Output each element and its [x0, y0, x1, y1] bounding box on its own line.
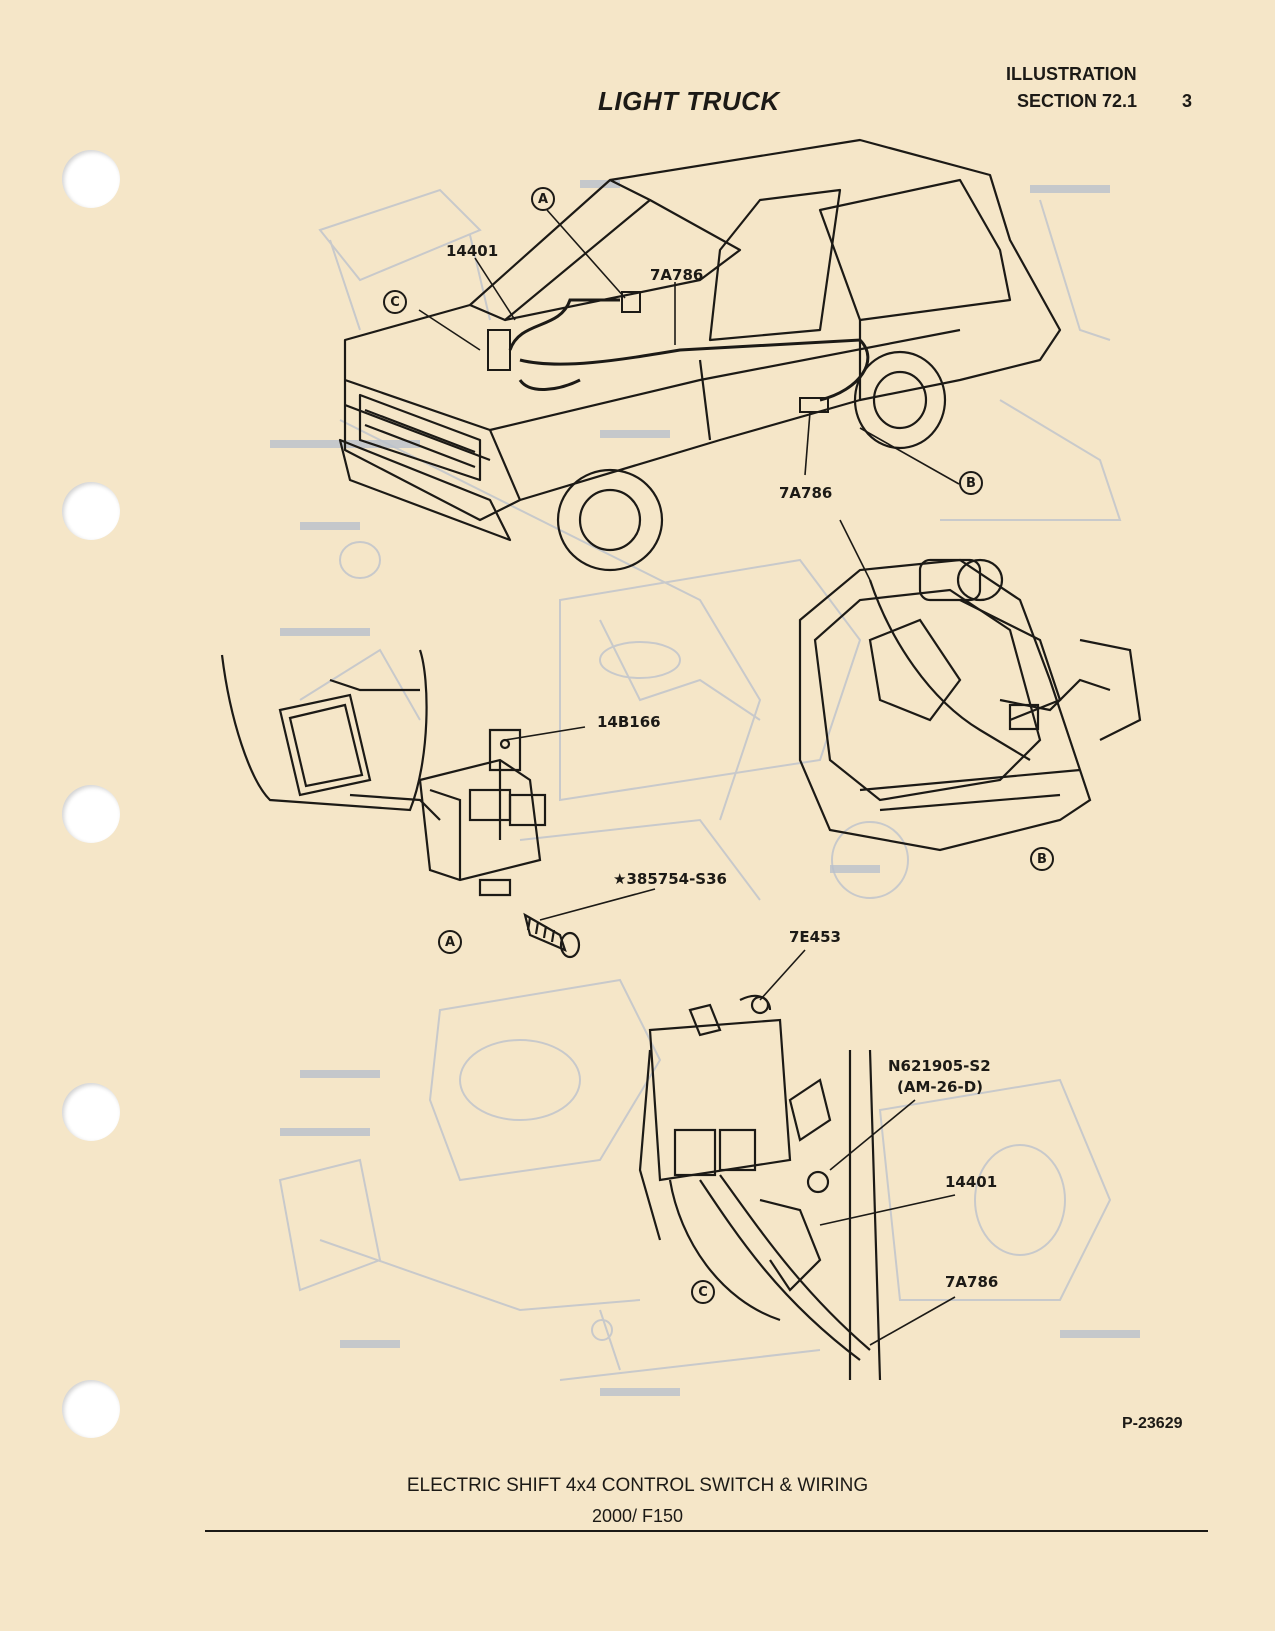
binder-hole [62, 150, 120, 208]
control-module-detail [220, 649, 547, 897]
callout-a-top: A [531, 187, 555, 211]
part-label-14401-bottom: 14401 [945, 1173, 998, 1191]
figure-reference-number: P-23629 [1122, 1415, 1183, 1432]
illustration-label: ILLUSTRATION [1006, 64, 1137, 84]
callout-c-detail: C [691, 1280, 715, 1304]
screw-illustration [523, 912, 581, 959]
figure-caption-model: 2000/ F150 [591, 1506, 684, 1526]
binder-hole [62, 1380, 120, 1438]
callout-c-top: C [383, 290, 407, 314]
faded-background-drawing [278, 188, 1122, 1381]
binder-hole [62, 785, 120, 843]
binder-hole [62, 1083, 120, 1141]
bottom-module-detail [638, 994, 882, 1381]
transfer-case-detail [798, 558, 1142, 852]
part-label-385754-s36: ★385754-S36 [613, 870, 727, 888]
part-label-7e453: 7E453 [789, 928, 841, 946]
footer-rule [205, 1530, 1208, 1532]
faded-background-labels [270, 180, 1140, 1396]
part-label-7a786-bottom: 7A786 [945, 1273, 999, 1291]
part-label-7a786-mid: 7A786 [779, 484, 833, 502]
truck-illustration [338, 138, 1062, 572]
wiring-harness-top [487, 291, 870, 413]
callout-b-detail: B [1030, 847, 1054, 871]
part-label-14b166: 14B166 [597, 713, 661, 731]
leader-lines [418, 209, 960, 1346]
callout-b-top: B [959, 471, 983, 495]
section-label: SECTION 72.1 [1017, 91, 1138, 111]
part-label-am-26-d: (AM-26-D) [897, 1078, 984, 1096]
callout-a-detail: A [438, 930, 462, 954]
part-label-14401-harness: 14401 [446, 242, 499, 260]
page-title: LIGHT TRUCK [598, 86, 780, 116]
figure-caption-title: ELECTRIC SHIFT 4x4 CONTROL SWITCH & WIRI… [406, 1475, 869, 1496]
part-label-7a786-top: 7A786 [650, 266, 704, 284]
binder-hole [62, 482, 120, 540]
page-number: 3 [1182, 91, 1193, 111]
part-label-n621905-s2: N621905-S2 [888, 1057, 991, 1075]
